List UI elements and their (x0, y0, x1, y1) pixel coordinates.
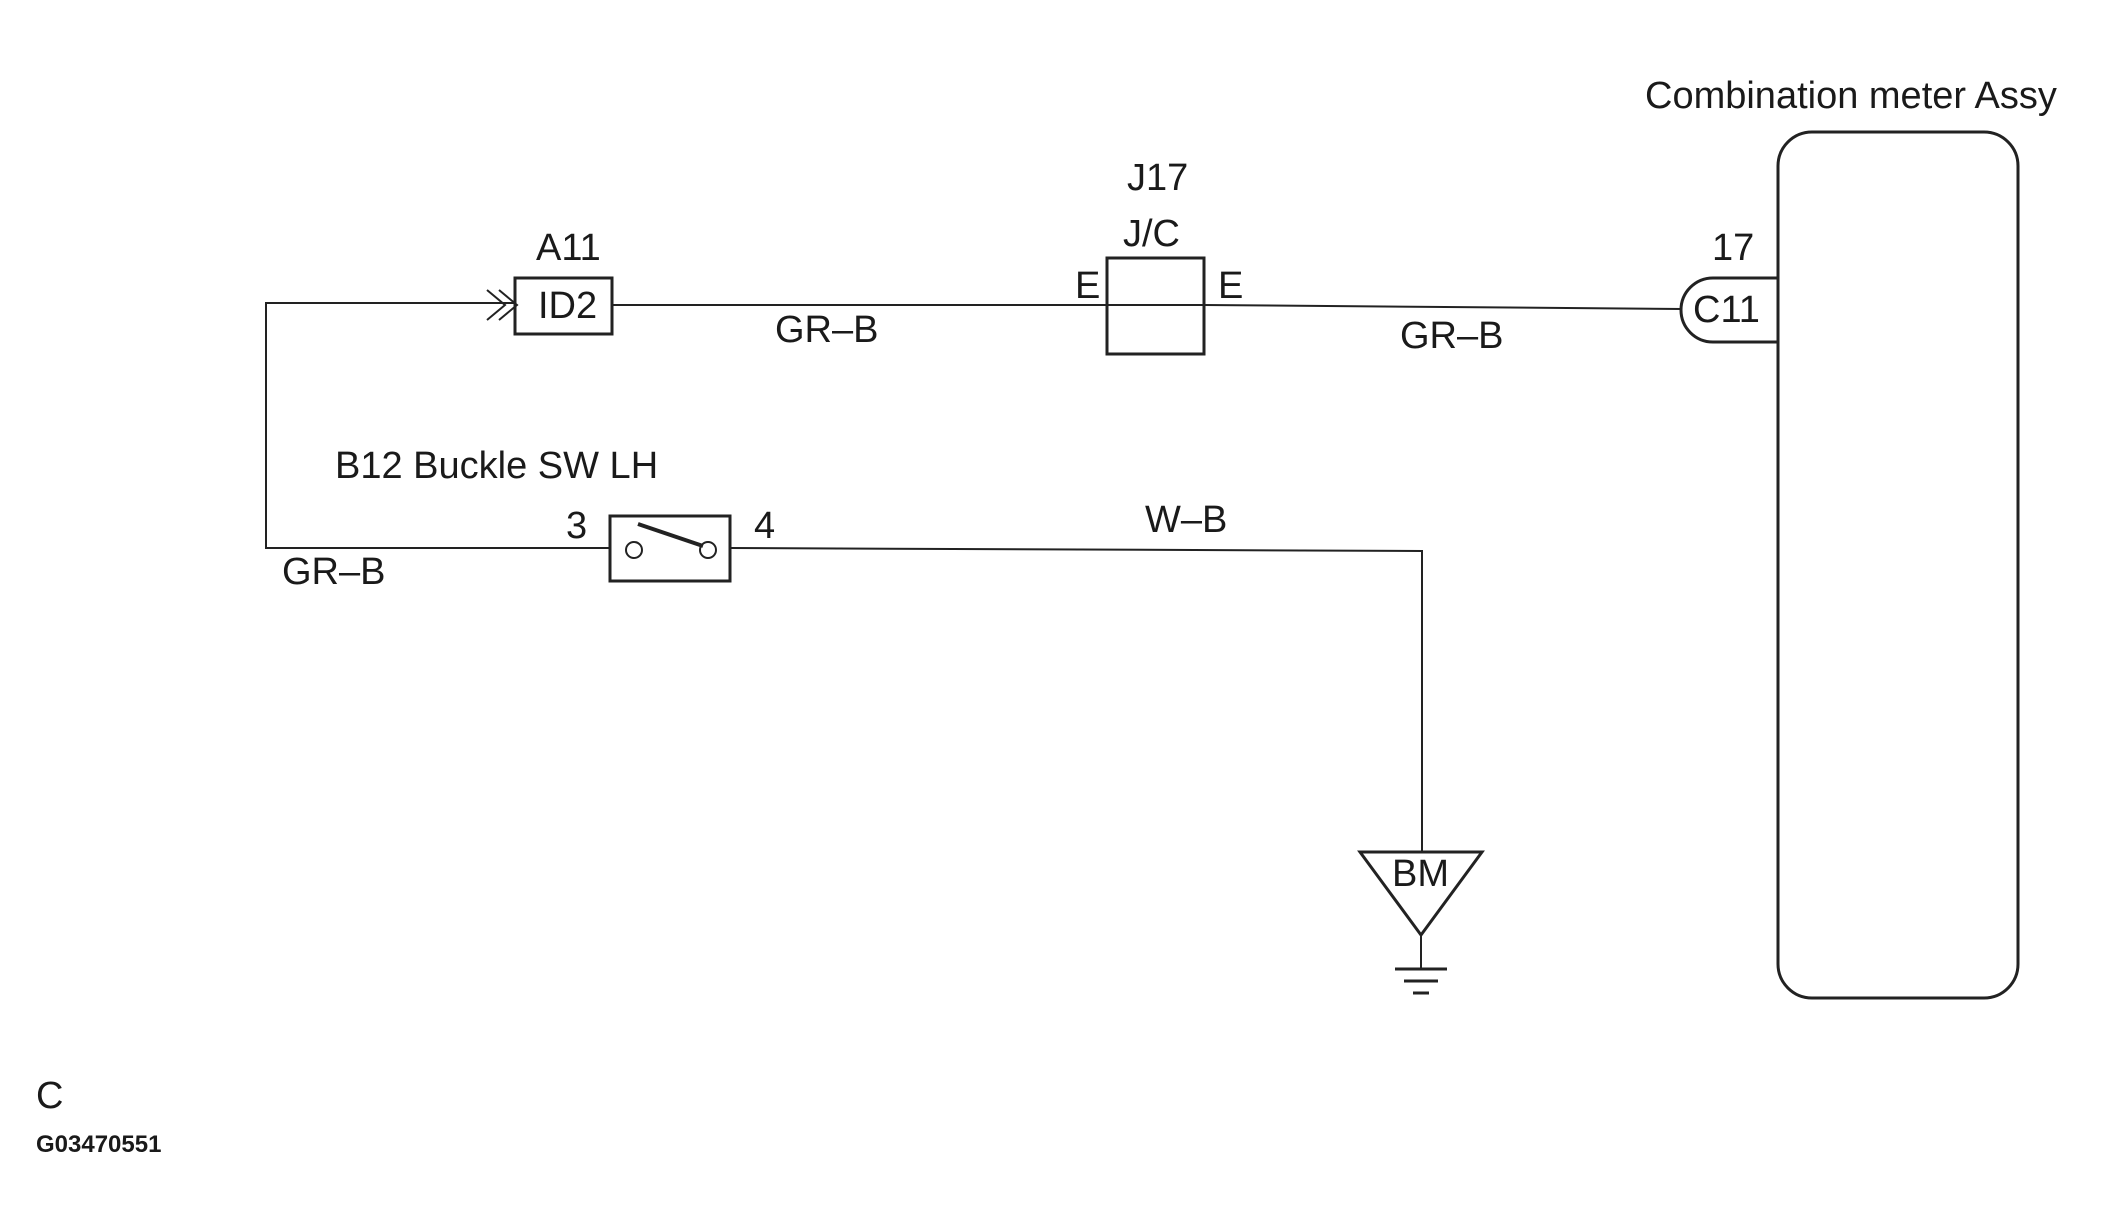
connector-a11-terminal: ID2 (538, 285, 597, 327)
connector-a11-arrow (486, 289, 519, 321)
figure-id: G03470551 (36, 1131, 161, 1158)
combination-meter-label: Combination meter Assy (1645, 75, 2057, 117)
buckle-switch-contact-right (699, 541, 717, 559)
wire-switch-ground (729, 547, 1423, 852)
section-letter: C (36, 1075, 63, 1117)
junction-j17-terminal-left: E (1075, 265, 1100, 307)
ground-triangle (1357, 850, 1485, 938)
connector-c11-label: C11 (1693, 289, 1760, 331)
buckle-switch-contact-left (625, 541, 643, 559)
connector-a11-id: A11 (536, 227, 601, 269)
buckle-switch-name: B12 Buckle SW LH (335, 445, 658, 487)
connector-c11 (1679, 276, 1780, 344)
buckle-switch-pin-out: 4 (754, 505, 775, 547)
wire-label-a11-j17: GR–B (775, 309, 878, 351)
connector-c11-pin: 17 (1712, 227, 1754, 269)
wire-label-switch-ground: W–B (1145, 499, 1227, 541)
wire-j17-c11 (1203, 304, 1683, 310)
wire-a11-switch (265, 302, 610, 549)
buckle-switch-pin-in: 3 (566, 505, 587, 547)
wire-label-a11-switch: GR–B (282, 551, 385, 593)
wire-label-j17-c11: GR–B (1400, 315, 1503, 357)
junction-j17-terminal-right: E (1218, 265, 1243, 307)
junction-j17-type: J/C (1123, 213, 1180, 255)
junction-j17-id: J17 (1127, 157, 1188, 199)
combination-meter-body (1776, 130, 2020, 1000)
ground-id: BM (1392, 853, 1449, 895)
buckle-switch-blade (637, 522, 704, 548)
